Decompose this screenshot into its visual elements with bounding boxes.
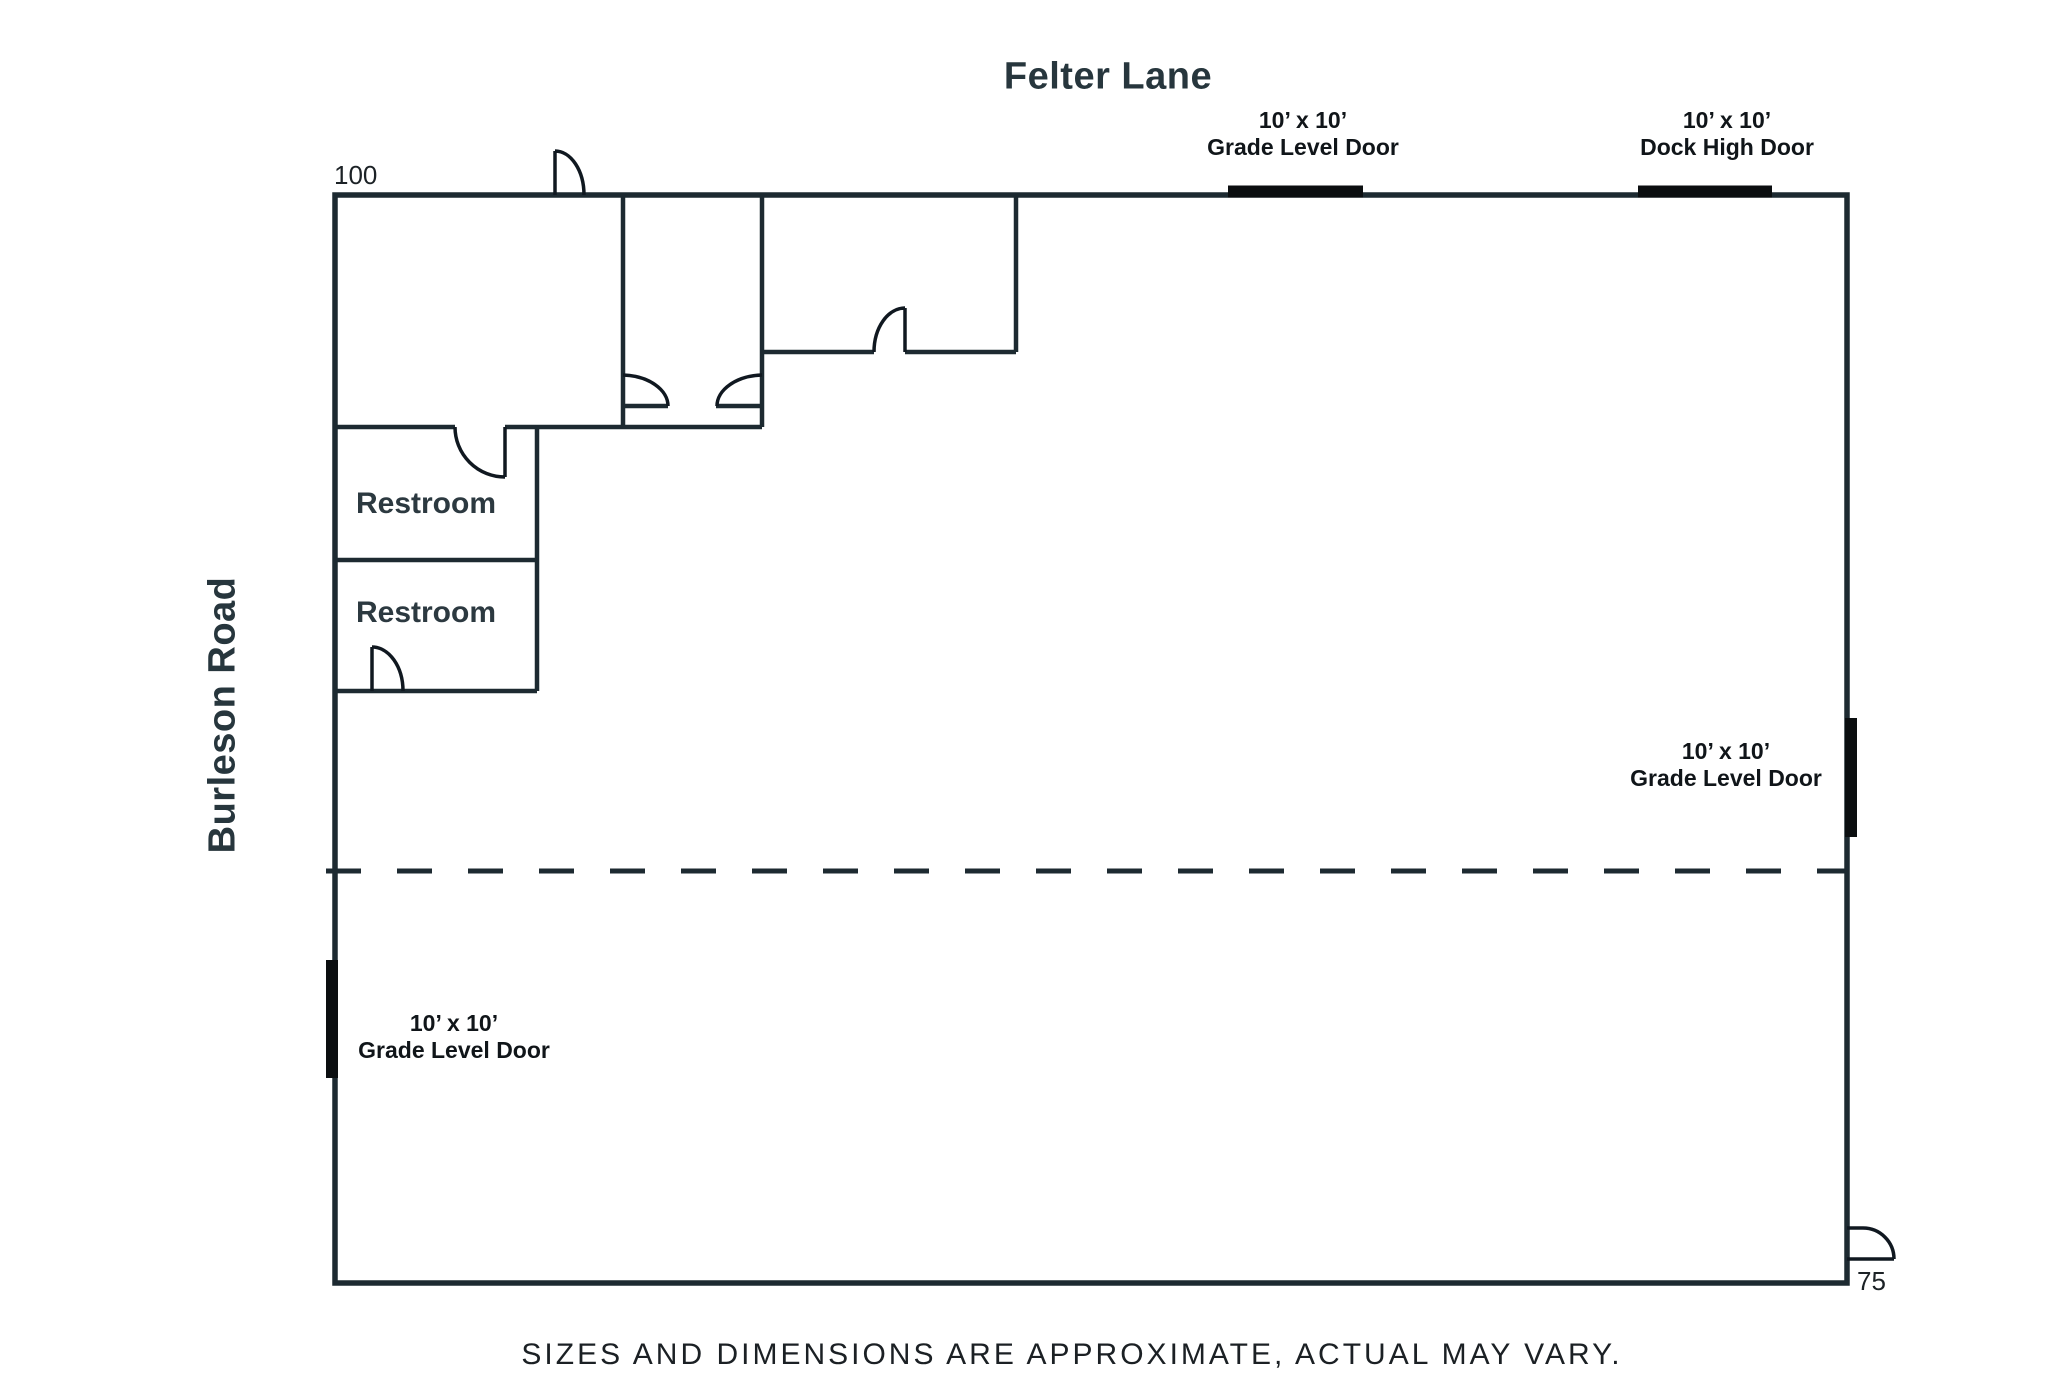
door-size-text: 10’ x 10’ [1258, 107, 1348, 133]
restroom1-door-swing-icon [453, 426, 507, 479]
vestibule-right-door-swing-icon [715, 373, 763, 407]
door-size-text: 10’ x 10’ [409, 1010, 499, 1036]
room3-door-swing-icon [872, 306, 907, 353]
right-grade-level-door-marker-icon [1845, 718, 1857, 837]
disclaimer-text: SIZES AND DIMENSIONS ARE APPROXIMATE, AC… [521, 1338, 1623, 1371]
restroom2-door-swing-icon [370, 645, 405, 692]
vestibule-left-door-swing-icon [622, 373, 670, 407]
door-type-text: Dock High Door [1640, 134, 1814, 160]
dimension-label-depth: 75 [1857, 1266, 1886, 1296]
door-type-text: Grade Level Door [1207, 134, 1399, 160]
rear-exit-door-swing-icon [1847, 1226, 1896, 1261]
door-size-text: 10’ x 10’ [1681, 738, 1771, 764]
room-label-restroom-1: Restroom [355, 487, 497, 520]
interior-walls [335, 195, 1019, 694]
dimension-label-width: 100 [334, 160, 378, 190]
door-type-text: Grade Level Door [358, 1037, 550, 1063]
door-type-text: Grade Level Door [1630, 765, 1822, 791]
street-label-felter-lane: Felter Lane [1003, 55, 1213, 98]
label-left-grade-level-door: 10’ x 10’ Grade Level Door [358, 1010, 550, 1064]
building-outline [332, 192, 1850, 1286]
top-grade-level-door-marker-icon [1228, 185, 1363, 198]
room-label-restroom-2: Restroom [355, 596, 497, 629]
dock-high-door-marker-icon [1638, 185, 1772, 198]
label-dock-high-door: 10’ x 10’ Dock High Door [1640, 107, 1814, 161]
door-swings [370, 149, 1896, 1261]
door-size-text: 10’ x 10’ [1682, 107, 1772, 133]
label-top-grade-level-door: 10’ x 10’ Grade Level Door [1207, 107, 1399, 161]
street-label-burleson-road: Burleson Road [201, 576, 244, 854]
left-grade-level-door-marker-icon [326, 960, 338, 1078]
entry-door-swing-icon [553, 149, 586, 196]
label-right-grade-level-door: 10’ x 10’ Grade Level Door [1630, 738, 1822, 792]
overhead-door-markers [326, 185, 1857, 1078]
